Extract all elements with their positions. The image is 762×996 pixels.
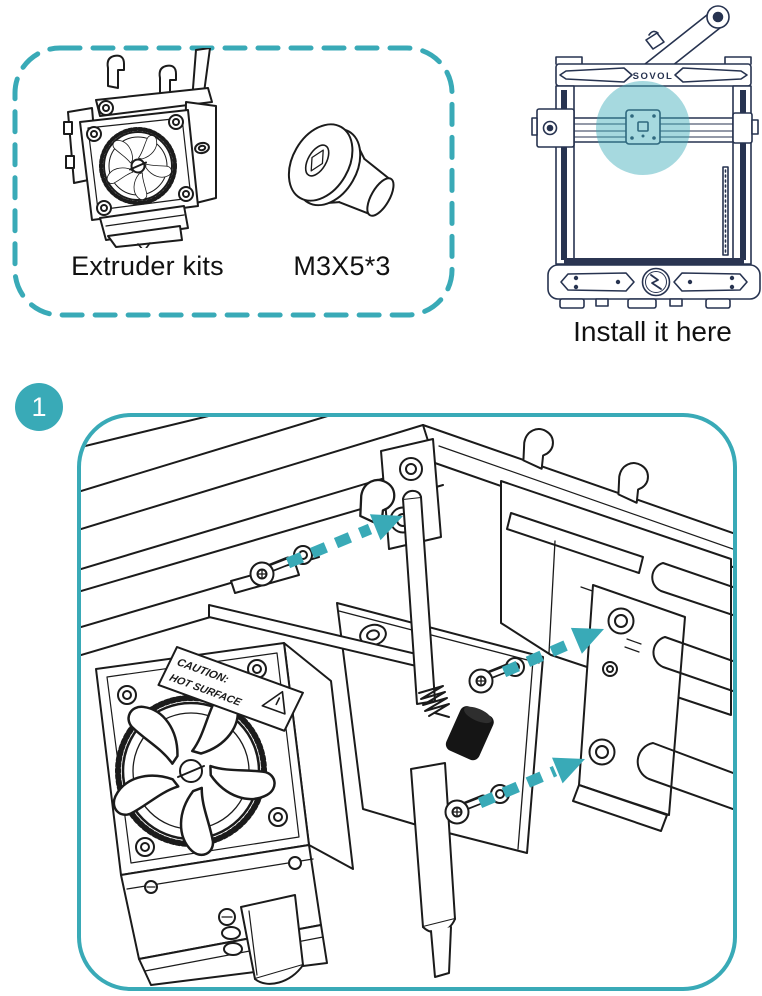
step-number-badge: 1 (15, 383, 63, 431)
extruder-kit-icon (63, 48, 217, 248)
carriage-bracket (572, 584, 686, 832)
extruder-gear-wheel (107, 693, 280, 862)
snap-clip-icon (516, 424, 558, 471)
snap-clip-icon (611, 458, 653, 505)
screw-hole-icon (588, 738, 616, 766)
dashed-arrow-icon (477, 765, 558, 809)
extruder-assembly: CAUTION: HOT SURFACE (95, 642, 494, 986)
extruder-kit-label: Extruder kits (71, 251, 224, 281)
caution-label: CAUTION: HOT SURFACE (157, 646, 304, 732)
screw-size-label: M3X5*3 (293, 251, 391, 281)
dashed-arrow-icon (501, 636, 577, 678)
step-1-panel: CAUTION: HOT SURFACE (77, 413, 737, 991)
arrowhead-icon (369, 514, 403, 541)
printer-illustration: SOVOL (531, 5, 761, 309)
extruder-install-illustration: CAUTION: HOT SURFACE (81, 417, 733, 986)
step-number: 1 (31, 391, 47, 422)
dashed-arrow-icon (285, 523, 373, 569)
arrowhead-icon (570, 627, 604, 654)
screw-hole-icon (607, 607, 635, 635)
parts-box-dashed-border (12, 45, 455, 318)
install-location-caption: Install it here (573, 316, 732, 347)
warning-triangle-icon (261, 690, 286, 715)
extruder-gear-wheel (99, 127, 177, 205)
printer-brand: SOVOL (633, 71, 674, 82)
x-carriage-plate (625, 109, 661, 145)
right-rail-tubes (636, 562, 733, 810)
arrowhead-icon (552, 757, 585, 784)
tension-knob (445, 706, 494, 761)
countersunk-screw-icon (287, 123, 395, 217)
screw-direction-arrows (285, 514, 604, 809)
teal-highlight-circle (596, 81, 690, 175)
tension-spring (418, 685, 450, 717)
